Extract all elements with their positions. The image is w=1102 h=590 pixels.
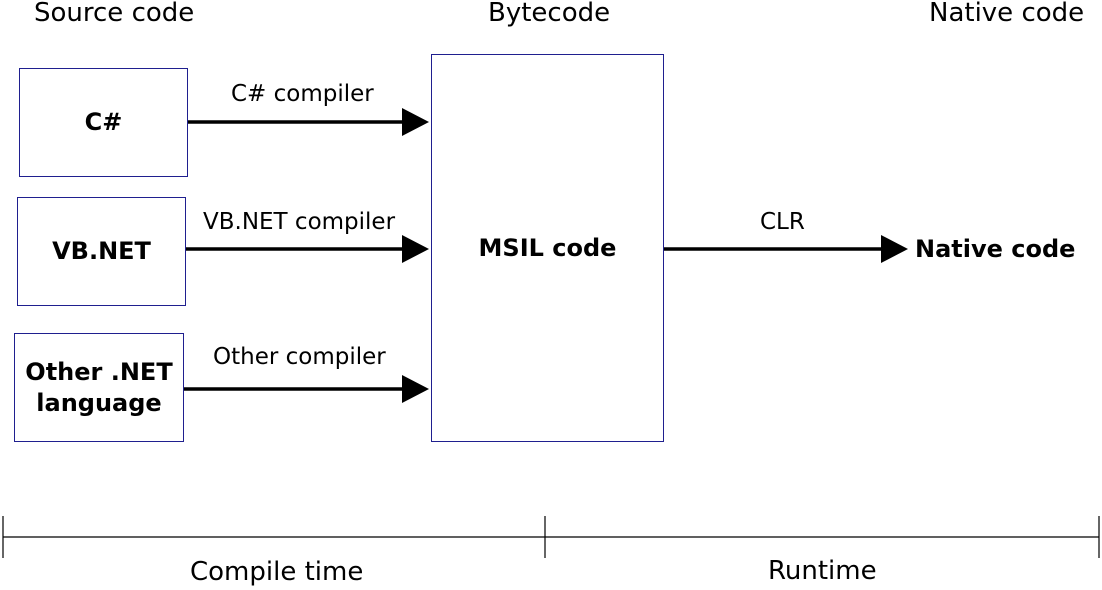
source-code-header: Source code — [34, 0, 195, 28]
bytecode-header: Bytecode — [488, 0, 611, 28]
runtime-label: Runtime — [768, 556, 877, 586]
clr-label: CLR — [760, 209, 805, 235]
csharp-compiler-label: C# compiler — [231, 81, 374, 107]
msil-box: MSIL code — [431, 54, 664, 442]
other-compiler-label: Other compiler — [213, 344, 386, 370]
other-language-label-line2: language — [36, 388, 162, 417]
native-code-result: Native code — [915, 235, 1076, 263]
compile-time-label: Compile time — [190, 557, 364, 587]
msil-label: MSIL code — [478, 233, 617, 262]
vbnet-compile-arrow — [186, 235, 429, 263]
csharp-compile-arrow — [188, 108, 429, 136]
csharp-label: C# — [84, 108, 123, 136]
vbnet-compiler-label: VB.NET compiler — [203, 209, 396, 235]
timeline — [2, 516, 1100, 558]
vbnet-box: VB.NET — [17, 197, 186, 306]
clr-arrow — [664, 235, 908, 263]
native-code-header: Native code — [929, 0, 1085, 28]
other-compile-arrow — [184, 375, 429, 403]
other-language-box: Other .NET language — [14, 333, 184, 442]
other-language-label-line1: Other .NET — [25, 357, 173, 386]
vbnet-label: VB.NET — [52, 237, 151, 265]
csharp-box: C# — [19, 68, 188, 177]
